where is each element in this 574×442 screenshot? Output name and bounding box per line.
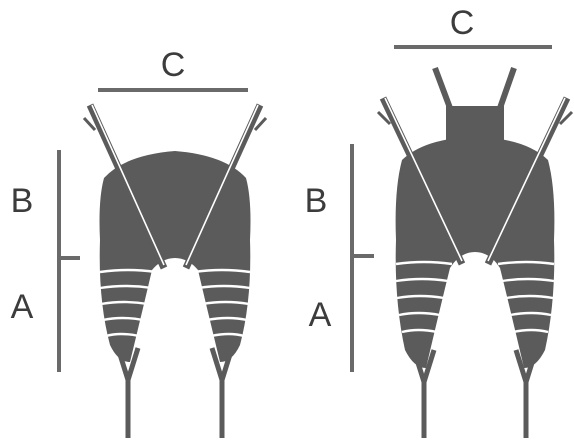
- label-c-right: C: [450, 4, 475, 42]
- label-c-left: C: [161, 46, 186, 84]
- figure-left: C B A: [11, 46, 266, 438]
- tails-left: [118, 348, 232, 438]
- label-b-left: B: [11, 182, 34, 220]
- label-a-right: A: [309, 296, 332, 334]
- label-b-right: B: [305, 182, 328, 220]
- antennae-right: [435, 68, 514, 108]
- tails-right: [414, 350, 536, 438]
- label-a-left: A: [11, 288, 34, 326]
- figure-right: C B A: [305, 4, 572, 438]
